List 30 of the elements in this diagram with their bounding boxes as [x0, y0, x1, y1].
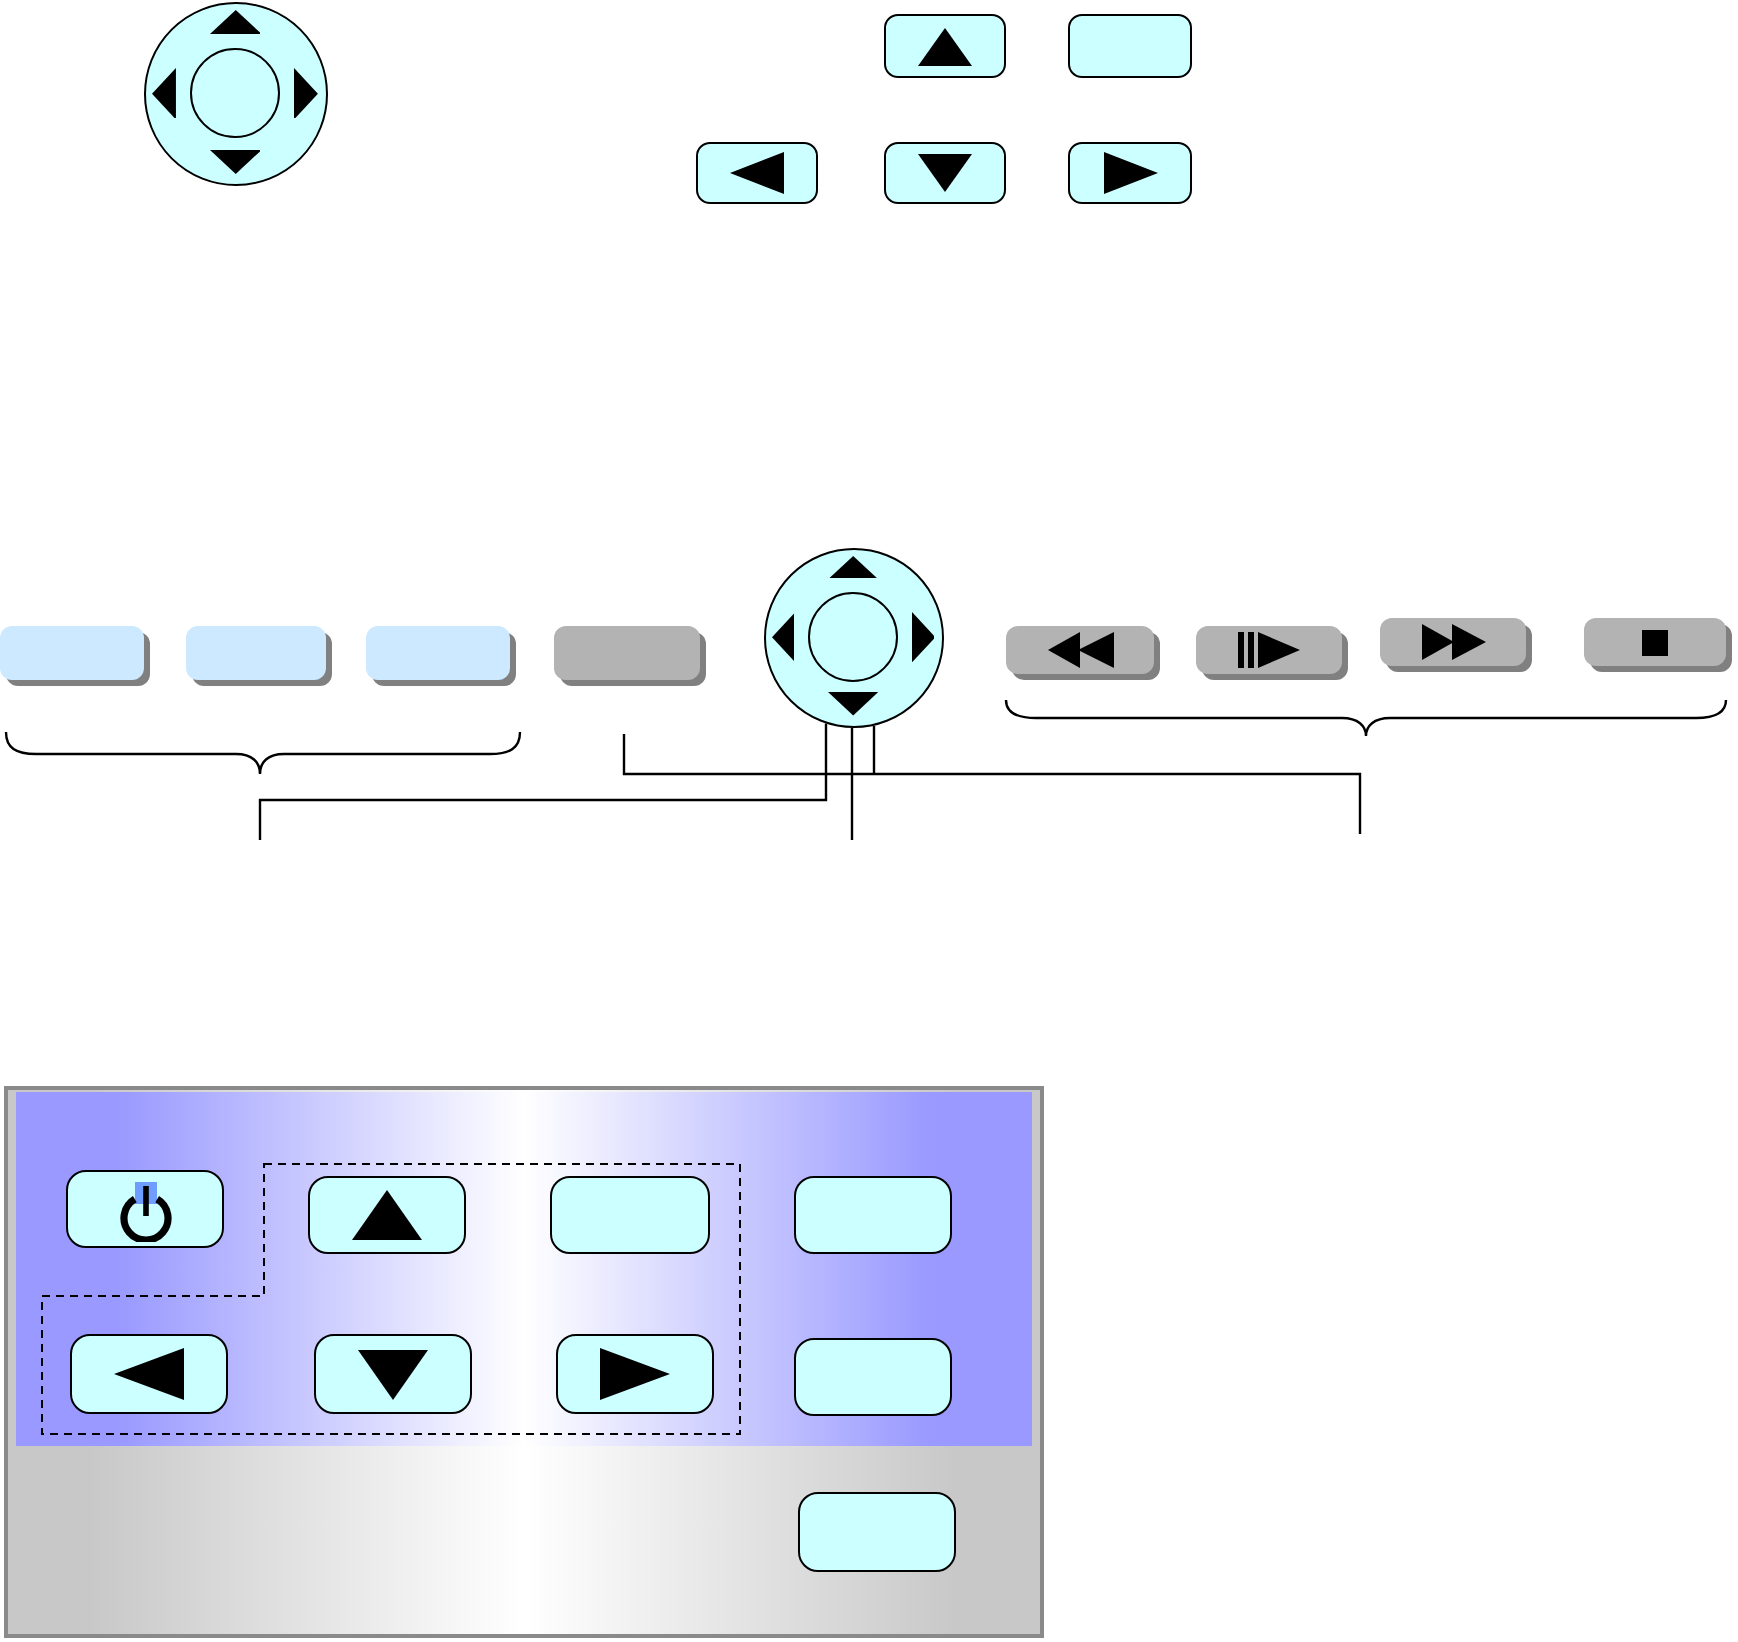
key-button	[366, 626, 510, 680]
key-button	[1068, 142, 1192, 204]
key-button	[794, 1338, 952, 1416]
center-button	[190, 48, 280, 138]
key-button	[314, 1334, 472, 1414]
key-button	[794, 1176, 952, 1254]
leader-line	[874, 772, 1362, 834]
key-button	[0, 626, 144, 680]
leader-line	[622, 734, 874, 776]
key-button	[556, 1334, 714, 1414]
center-button	[808, 592, 898, 682]
key-button	[186, 626, 326, 680]
key-button	[798, 1492, 956, 1572]
key-button	[1068, 14, 1192, 78]
key-button	[884, 142, 1006, 204]
key-button	[1196, 626, 1342, 674]
key-button	[308, 1176, 466, 1254]
key-button	[66, 1170, 224, 1248]
key-button	[884, 14, 1006, 78]
leader-line	[850, 728, 854, 840]
leader-line	[872, 725, 876, 774]
key-button	[550, 1176, 710, 1254]
key-button	[554, 626, 700, 680]
key-button	[1006, 626, 1154, 674]
key-button	[1584, 618, 1726, 666]
key-button	[696, 142, 818, 204]
key-button	[70, 1334, 228, 1414]
remote-panel	[4, 1086, 1044, 1638]
key-button	[1380, 618, 1526, 666]
leader-line	[258, 723, 828, 840]
